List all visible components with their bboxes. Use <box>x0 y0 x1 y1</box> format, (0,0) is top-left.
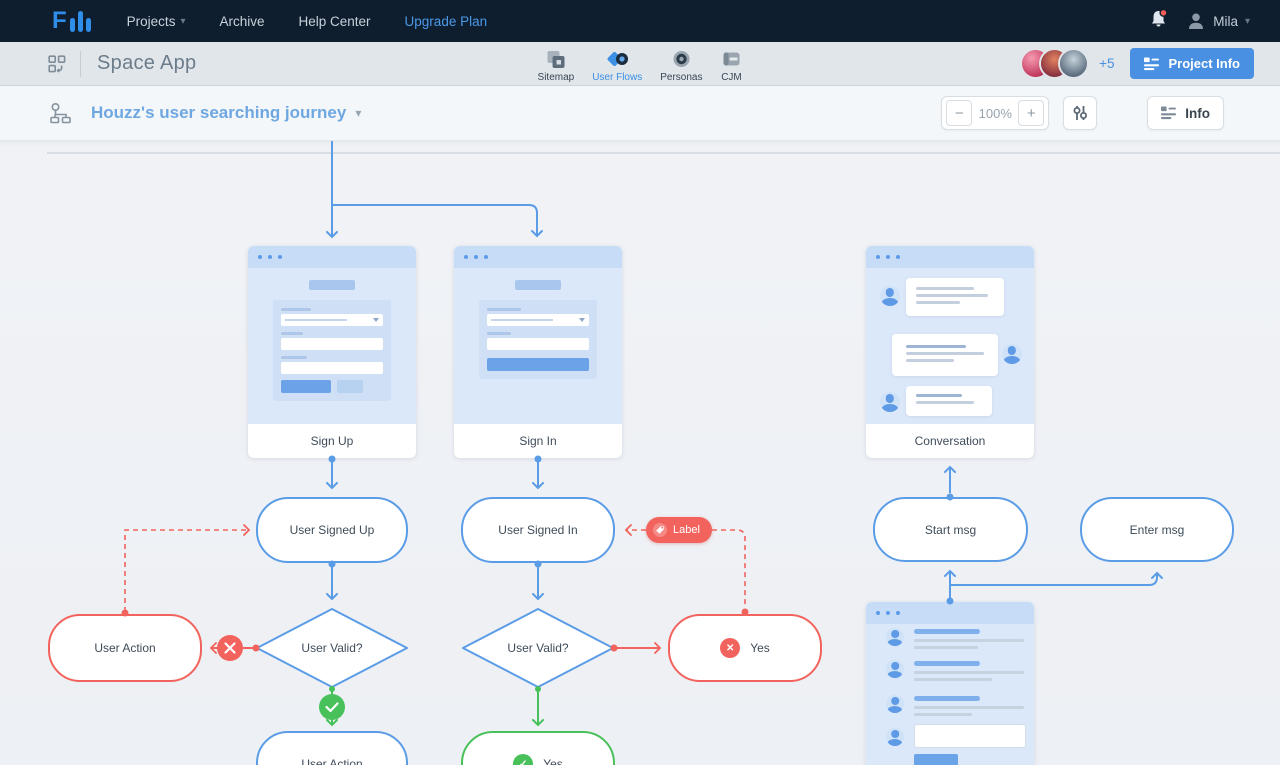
person-avatar-icon <box>880 286 900 306</box>
person-avatar-icon <box>886 728 904 746</box>
notification-bell-icon[interactable] <box>1149 8 1168 34</box>
card-caption: Conversation <box>914 434 986 448</box>
flow-node-yes-green[interactable]: ✓ Yes <box>461 731 615 765</box>
screen-card-chat[interactable] <box>866 602 1034 765</box>
list-icon <box>1161 106 1177 120</box>
close-icon: ✕ <box>720 638 741 658</box>
screen-card-conversation[interactable]: Conversation <box>866 246 1034 458</box>
flow-decision-user-valid-right[interactable]: User Valid? <box>460 606 616 690</box>
team-avatars[interactable] <box>1022 50 1088 77</box>
nav-item-projects[interactable]: Projects▾ <box>126 13 186 29</box>
user-menu[interactable]: Mila ▾ <box>1186 11 1250 31</box>
flow-node-enter-msg[interactable]: Enter msg <box>1080 497 1234 562</box>
zoom-in-button[interactable]: + <box>1018 100 1045 126</box>
person-avatar-icon <box>880 392 900 412</box>
connection-label-pill[interactable]: Label <box>646 517 712 543</box>
avatar[interactable] <box>1060 50 1088 77</box>
sign-in-screen-mockup <box>454 268 622 424</box>
flow-toolbar: Houzz's user searching journey ▾ − 100% … <box>0 86 1280 141</box>
person-avatar-icon <box>886 628 904 646</box>
section-tabs: Sitemap User Flows Personas <box>538 42 743 85</box>
person-avatar-icon <box>886 660 904 678</box>
person-avatar-icon <box>1002 344 1022 364</box>
app-logo[interactable]: F <box>52 7 91 34</box>
project-header-right: +5 Project Info <box>1022 48 1254 79</box>
avatars-overflow-count[interactable]: +5 <box>1099 56 1115 71</box>
info-button[interactable]: Info <box>1147 96 1224 130</box>
browser-bar <box>248 246 416 268</box>
flow-node-start-msg[interactable]: Start msg <box>873 497 1028 562</box>
cjm-icon <box>723 52 740 65</box>
person-avatar-icon <box>886 695 904 713</box>
view-settings-button[interactable] <box>1063 96 1098 130</box>
flow-node-user-signed-up[interactable]: User Signed Up <box>256 497 408 563</box>
user-name: Mila <box>1213 13 1238 29</box>
browser-bar <box>866 602 1034 624</box>
divider <box>80 50 81 77</box>
logo-bar-icon <box>69 18 75 32</box>
flow-node-user-action[interactable]: User Action <box>48 614 202 682</box>
toolbar-right: − 100% + Info <box>941 96 1224 130</box>
project-title: Space App <box>97 52 197 74</box>
screen-card-sign-in[interactable]: Sign In <box>454 246 622 458</box>
flow-hierarchy-icon[interactable] <box>48 102 73 125</box>
nav-item-upgrade-plan[interactable]: Upgrade Plan <box>404 13 488 29</box>
sitemap-icon <box>547 50 565 68</box>
project-info-button[interactable]: Project Info <box>1130 48 1254 79</box>
chevron-down-icon: ▾ <box>180 15 186 27</box>
chat-send-button-mockup <box>914 754 958 765</box>
chat-input-mockup <box>914 724 1026 748</box>
list-icon <box>1144 56 1160 70</box>
tab-personas[interactable]: Personas <box>660 45 702 83</box>
user-flows-icon <box>607 51 628 66</box>
browser-bar <box>454 246 622 268</box>
chevron-down-icon: ▾ <box>355 106 362 120</box>
card-caption: Sign In <box>519 434 557 448</box>
sign-up-screen-mockup <box>248 268 416 424</box>
flow-node-user-action-bottom[interactable]: User Action <box>256 731 408 765</box>
nav-item-archive[interactable]: Archive <box>219 13 265 29</box>
chat-screen-mockup <box>866 624 1034 765</box>
flow-decision-user-valid-left[interactable]: User Valid? <box>254 606 410 690</box>
flow-canvas[interactable]: Sign Up Sign In <box>0 141 1280 765</box>
sliders-icon <box>1073 106 1088 120</box>
personas-icon <box>673 50 690 67</box>
tag-icon <box>653 523 667 537</box>
tab-sitemap[interactable]: Sitemap <box>538 45 574 83</box>
flow-title-dropdown[interactable]: Houzz's user searching journey ▾ <box>91 103 361 123</box>
user-avatar-icon <box>1189 13 1204 29</box>
zoom-out-button[interactable]: − <box>946 100 973 126</box>
navbar-menu: Projects▾ Archive Help Center Upgrade Pl… <box>127 14 487 29</box>
tab-cjm[interactable]: CJM <box>720 45 742 83</box>
chevron-down-icon: ▾ <box>1244 15 1250 27</box>
browser-bar <box>866 246 1034 268</box>
top-navbar: F Projects▾ Archive Help Center Upgrade … <box>0 0 1280 42</box>
screen-card-sign-up[interactable]: Sign Up <box>248 246 416 458</box>
zoom-controls: − 100% + <box>941 96 1050 130</box>
project-header-bar: Space App Sitemap User Flows <box>0 42 1280 86</box>
check-icon: ✓ <box>513 754 534 765</box>
flow-node-user-signed-in[interactable]: User Signed In <box>461 497 615 563</box>
tab-user-flows[interactable]: User Flows <box>592 45 642 83</box>
logo-letter: F <box>52 7 67 34</box>
conversation-screen-mockup <box>866 268 1034 424</box>
zoom-level-value: 100% <box>978 105 1012 121</box>
nav-item-help-center[interactable]: Help Center <box>298 13 371 29</box>
flow-node-yes-red[interactable]: ✕ Yes <box>668 614 822 682</box>
logo-bar-icon <box>85 18 91 32</box>
navbar-right: Mila ▾ <box>1149 8 1250 34</box>
dashboard-grid-icon[interactable] <box>48 54 66 73</box>
logo-bar-icon <box>77 11 83 32</box>
flow-title-text: Houzz's user searching journey <box>91 103 347 122</box>
card-caption: Sign Up <box>310 434 354 448</box>
canvas-guide-line <box>47 152 1280 154</box>
